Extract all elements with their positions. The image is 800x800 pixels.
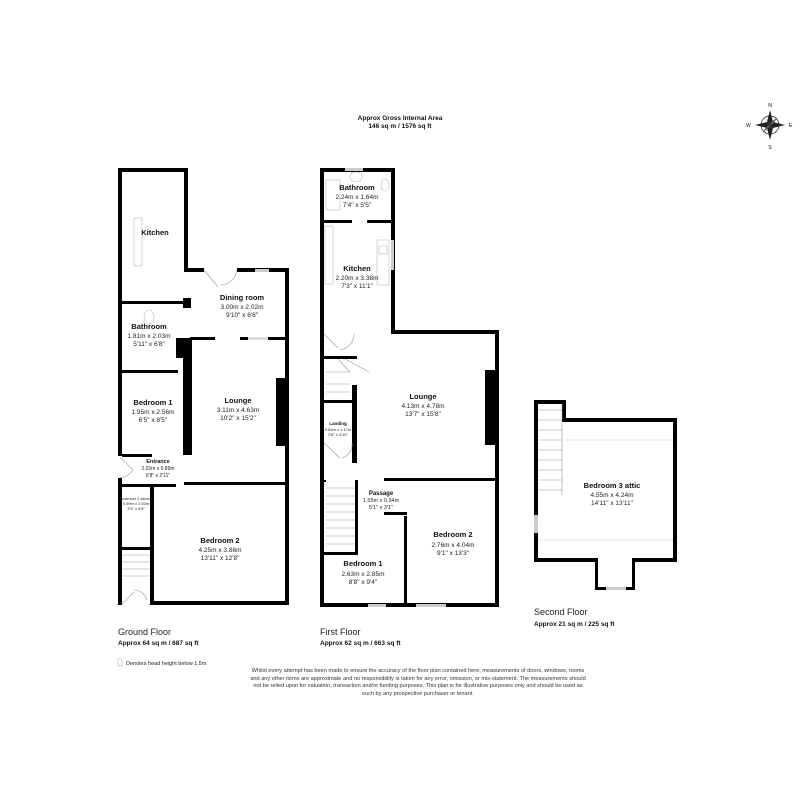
svg-text:E: E (789, 123, 793, 129)
svg-text:Bedroom 2: Bedroom 2 (200, 536, 239, 545)
svg-text:14'11" x 13'11": 14'11" x 13'11" (591, 500, 634, 507)
gross-area-title: Approx Gross Internal Area (358, 115, 443, 122)
second-floor-plan (534, 400, 677, 590)
svg-text:4.13m x 4.78m: 4.13m x 4.78m (402, 403, 445, 410)
svg-text:9'1" x 13'3": 9'1" x 13'3" (437, 550, 470, 557)
ground-floor-plan (118, 168, 289, 605)
svg-text:Kitchen: Kitchen (343, 264, 371, 273)
svg-text:3.11m x 4.63m: 3.11m x 4.63m (217, 407, 260, 414)
svg-text:Dining room: Dining room (220, 293, 264, 302)
svg-text:4.25m x 3.86m: 4.25m x 3.86m (199, 547, 242, 554)
svg-text:6'5" x 8'5": 6'5" x 8'5" (139, 417, 168, 424)
second-floor-title: Second Floor (534, 607, 588, 617)
ground-floor-title: Ground Floor (118, 627, 171, 637)
second-floor-area: Approx 21 sq m / 225 sq ft (534, 621, 615, 628)
svg-text:Bathroom: Bathroom (339, 183, 375, 192)
ground-floor-labels: Kitchen Dining room 3.00m x 2.02m 9'10" … (118, 228, 264, 647)
svg-text:Passage: Passage (369, 491, 394, 497)
svg-text:0.82m x 1.17m: 0.82m x 1.17m (325, 427, 352, 432)
first-floor-plan (320, 168, 499, 607)
svg-text:2.20m x 3.38m: 2.20m x 3.38m (336, 275, 379, 282)
svg-text:3.00m x 2.02m: 3.00m x 2.02m (221, 304, 264, 311)
svg-text:10'2" x 15'2": 10'2" x 15'2" (220, 415, 256, 422)
svg-text:Bathroom: Bathroom (131, 322, 167, 331)
svg-text:13'7" x 15'8": 13'7" x 15'8" (405, 411, 441, 418)
svg-text:6'8" x 2'11": 6'8" x 2'11" (146, 473, 170, 479)
disclaimer: Whilst every attempt has been made to en… (250, 668, 586, 697)
ground-floor-area: Approx 64 sq m / 687 sq ft (118, 640, 199, 647)
svg-text:N: N (768, 103, 772, 109)
svg-text:1.55m x 0.94m: 1.55m x 0.94m (363, 498, 400, 504)
svg-text:4.55m x 4.24m: 4.55m x 4.24m (591, 492, 634, 499)
first-floor-title: First Floor (320, 627, 361, 637)
svg-text:1.95m x 2.56m: 1.95m x 2.56m (132, 409, 175, 416)
svg-text:Bedroom 1: Bedroom 1 (343, 559, 382, 568)
svg-text:W: W (746, 123, 751, 129)
svg-text:8'8" x 9'4": 8'8" x 9'4" (349, 579, 378, 586)
svg-text:2.76m x 4.04m: 2.76m x 4.04m (432, 542, 475, 549)
svg-text:Lounge: Lounge (224, 396, 251, 405)
svg-text:5'1" x 3'1": 5'1" x 3'1" (369, 505, 393, 511)
svg-text:2.63m x 2.85m: 2.63m x 2.85m (342, 571, 385, 578)
svg-text:2.02m x 0.89m: 2.02m x 0.89m (141, 466, 174, 472)
svg-text:3'3" x 6'8": 3'3" x 6'8" (127, 506, 145, 511)
svg-text:Bedroom 3 attic: Bedroom 3 attic (584, 481, 641, 490)
svg-text:2'8" x 3'10": 2'8" x 3'10" (328, 432, 348, 437)
svg-text:2.24m x 1.64m: 2.24m x 1.64m (336, 194, 379, 201)
svg-text:Bedroom 2: Bedroom 2 (433, 530, 472, 539)
svg-text:7'4" x 5'5": 7'4" x 5'5" (343, 202, 372, 209)
svg-text:7'3" x 11'1": 7'3" x 11'1" (341, 283, 373, 290)
svg-text:S: S (768, 145, 772, 151)
head-height-legend-swatch (117, 658, 123, 667)
svg-text:Bedroom 1: Bedroom 1 (133, 398, 172, 407)
svg-text:Landing: Landing (329, 421, 347, 426)
svg-text:Bedroom 2 alcove: Bedroom 2 alcove (120, 496, 153, 501)
svg-text:9'10" x 6'8": 9'10" x 6'8" (226, 312, 259, 319)
svg-text:Lounge: Lounge (409, 392, 436, 401)
gross-area-value: 146 sq m / 1576 sq ft (368, 123, 432, 130)
svg-text:5'11" x 6'8": 5'11" x 6'8" (133, 341, 165, 348)
first-floor-labels: Bathroom 2.24m x 1.64m 7'4" x 5'5" Kitch… (320, 183, 475, 647)
first-floor-area: Approx 62 sq m / 663 sq ft (320, 640, 401, 647)
svg-text:13'11" x 12'8": 13'11" x 12'8" (201, 555, 240, 562)
svg-text:Kitchen: Kitchen (141, 228, 169, 237)
second-floor-labels: Bedroom 3 attic 4.55m x 4.24m 14'11" x 1… (534, 481, 640, 628)
compass-rose-icon: N S E W (746, 103, 793, 151)
svg-text:1.81m x 2.03m: 1.81m x 2.03m (128, 333, 171, 340)
head-height-legend-text: Denotes head height below 1.5m (126, 661, 207, 667)
svg-text:Entrance: Entrance (146, 459, 170, 465)
svg-text:0.99m x 2.02m: 0.99m x 2.02m (123, 501, 150, 506)
